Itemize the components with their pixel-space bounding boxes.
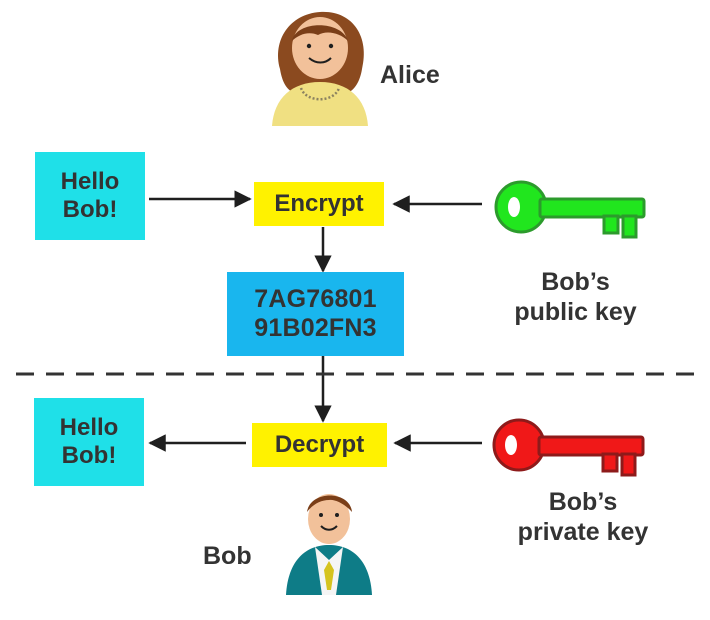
bob-icon	[286, 494, 372, 595]
plaintext-bottom-line-1: Hello	[59, 414, 119, 442]
private-key-icon	[492, 418, 645, 477]
decrypt-label: Decrypt	[274, 431, 365, 459]
public-key-label: Bob’s public key	[488, 268, 663, 327]
ciphertext-line-1: 7AG76801	[254, 285, 377, 314]
alice-label: Alice	[380, 61, 440, 89]
public-key-label-line-1: Bob’s	[541, 268, 610, 296]
plaintext-box-top: Hello Bob!	[35, 152, 145, 240]
public-key-icon	[494, 180, 646, 239]
decrypt-step: Decrypt	[252, 423, 387, 467]
plaintext-top-line-2: Bob!	[62, 196, 118, 223]
plaintext-top-line-1: Hello	[60, 168, 120, 196]
private-key-label-line-1: Bob’s	[548, 488, 618, 516]
encrypt-label: Encrypt	[274, 190, 364, 218]
plaintext-bottom-line-2: Bob!	[61, 442, 117, 469]
alice-icon	[272, 11, 368, 126]
private-key-label-line-2: private key	[517, 517, 649, 546]
private-key-label: Bob’s private key	[488, 488, 678, 547]
encrypt-step: Encrypt	[254, 182, 384, 226]
ciphertext-box: 7AG76801 91B02FN3	[227, 272, 404, 356]
public-key-label-line-2: public key	[514, 297, 637, 326]
ciphertext-line-2: 91B02FN3	[254, 314, 377, 342]
bob-label: Bob	[203, 542, 252, 570]
plaintext-box-bottom: Hello Bob!	[34, 398, 144, 486]
